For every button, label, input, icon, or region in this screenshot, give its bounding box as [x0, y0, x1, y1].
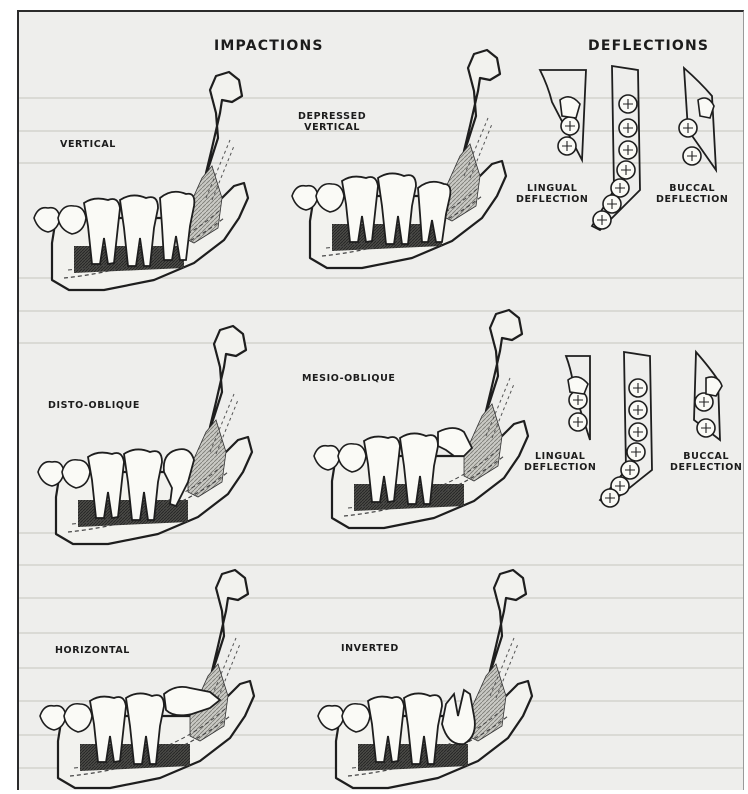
impactions-heading: IMPACTIONS: [214, 38, 324, 54]
label-vertical: VERTICAL: [60, 140, 116, 151]
label-inverted: INVERTED: [341, 644, 399, 655]
label-lingual-deflection-top: LINGUAL DEFLECTION: [516, 184, 588, 206]
label-depressed-vertical: DEPRESSED VERTICAL: [298, 112, 366, 134]
label-buccal-deflection-top: BUCCAL DEFLECTION: [656, 184, 728, 206]
label-lingual-deflection-mid: LINGUAL DEFLECTION: [524, 452, 596, 474]
jaw-mesio-oblique: [314, 310, 528, 528]
jaw-inverted: [318, 570, 532, 788]
label-buccal-mid-line2: DEFLECTION: [670, 463, 742, 474]
deflection-arch-center-top: [592, 66, 640, 230]
deflection-buccal-top: [679, 68, 716, 170]
jaw-disto-oblique: [38, 326, 252, 544]
label-disto-oblique: DISTO-OBLIQUE: [48, 401, 140, 412]
jaw-vertical: [34, 72, 248, 290]
label-mesio-oblique: MESIO-OBLIQUE: [302, 374, 396, 385]
deflections-heading: DEFLECTIONS: [588, 38, 709, 54]
deflection-lingual-top: [540, 70, 586, 160]
jaw-horizontal: [40, 570, 254, 788]
deflection-buccal-mid: [694, 352, 722, 440]
label-lingual-top-line2: DEFLECTION: [516, 195, 588, 206]
label-buccal-top-line2: DEFLECTION: [656, 195, 728, 206]
label-lingual-mid-line2: DEFLECTION: [524, 463, 596, 474]
deflection-lingual-mid: [566, 356, 590, 440]
label-buccal-deflection-mid: BUCCAL DEFLECTION: [670, 452, 742, 474]
jaw-depressed-vertical: [292, 50, 506, 268]
deflection-arch-center-mid: [600, 352, 652, 507]
label-depressed-vertical-line2: VERTICAL: [298, 123, 366, 134]
label-horizontal: HORIZONTAL: [55, 646, 130, 657]
